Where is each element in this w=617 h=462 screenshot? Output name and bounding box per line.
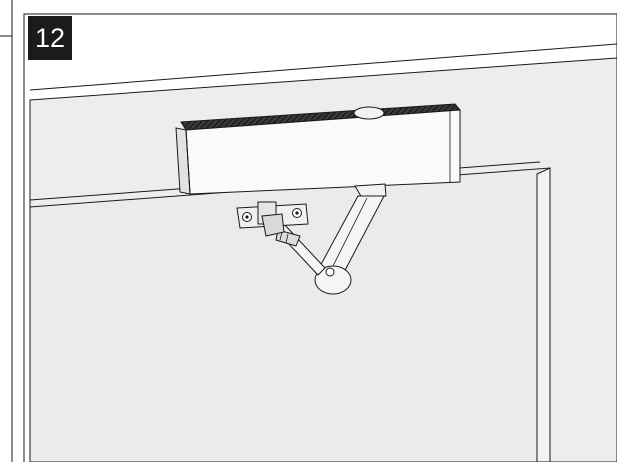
left-frame-strip [0,0,13,462]
adjustment-cap [353,106,385,120]
door-frame-edge [536,167,551,462]
door-closer-body [175,103,462,195]
main-arm [314,183,387,295]
arm-bracket [236,201,309,237]
ceiling-line [29,43,617,91]
step-number-badge: 12 [28,16,72,60]
